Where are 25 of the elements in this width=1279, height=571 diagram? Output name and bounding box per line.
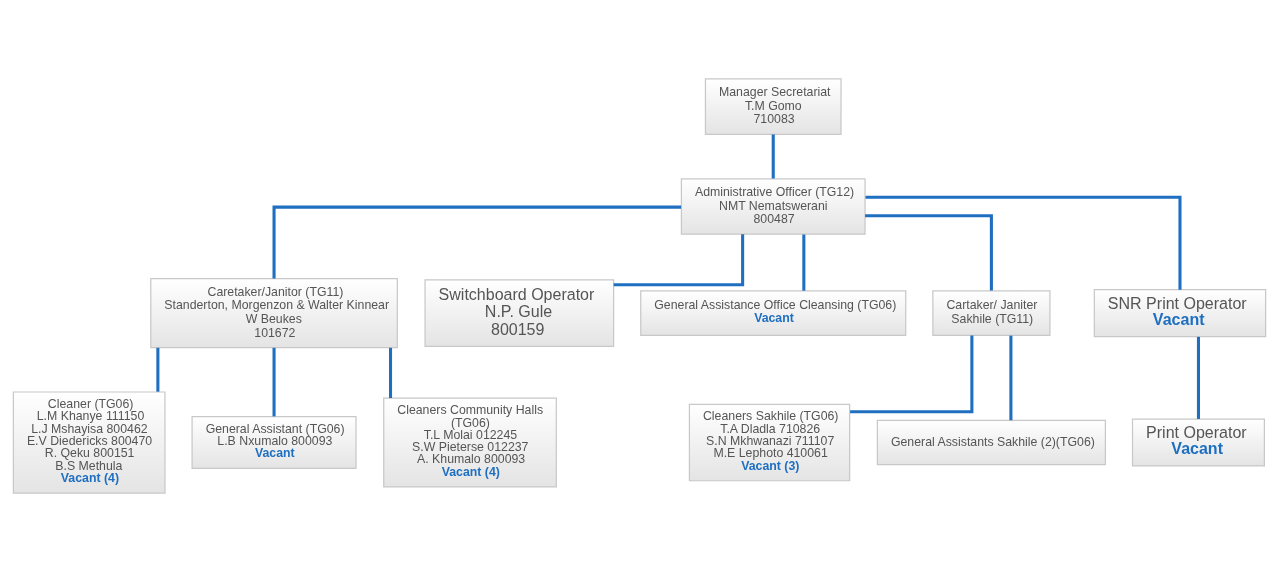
node-box: Print Operator Vacant [1131,418,1266,467]
connector [156,347,160,392]
connector [272,205,682,278]
node-box: General Assistance Office Cleansing (TG06) Vacant [640,289,907,336]
connector [802,234,806,291]
node-box: Administrative Officer (TG12) NMT Nematswerani 800487 [680,177,866,235]
connector [1196,336,1200,419]
node-box: Cleaners Sakhile (TG06) T.A Dladla 710826 S.N Mkhwanazi 711107 M.E Lephoto 410061 Vacant (3) [688,403,851,481]
node-box: Cartaker/ Janiter Sakhile (TG11) [932,289,1051,336]
node-box: Manager Secretariat T.M Gomo 710083 [704,77,842,135]
connector [865,195,1182,290]
node-box: Cleaner (TG06) L.M Khanye 111150 L.J Mshayisa 800462 E.V Diedericks 800470 R. Qeku 800151 B.S Methula Vacant (4) [12,390,166,494]
connector [865,213,993,291]
node-box: SNR Print Operator Vacant [1093,288,1267,337]
connector [388,347,393,398]
node-box: Switchboard Operator N.P. Gule 800159 [424,278,615,347]
node-box: General Assistant (TG06) L.B Nxumalo 800093 Vacant [191,415,357,469]
connector [771,133,775,178]
connector [1009,335,1013,420]
node-box: Caretaker/Janitor (TG11) Standerton, Morgenzon & Walter Kinnear W Beukes 101672 [150,277,398,348]
connector [850,335,974,413]
connector [613,233,745,286]
connector [272,347,276,416]
node-box: General Assistants Sakhile (2)(TG06) [876,419,1107,465]
node-box: Cleaners Community Halls (TG06) T.L Molai 012245 S.W Pieterse 012237 A. Khumalo 800093 Vacant (4) [383,397,557,488]
